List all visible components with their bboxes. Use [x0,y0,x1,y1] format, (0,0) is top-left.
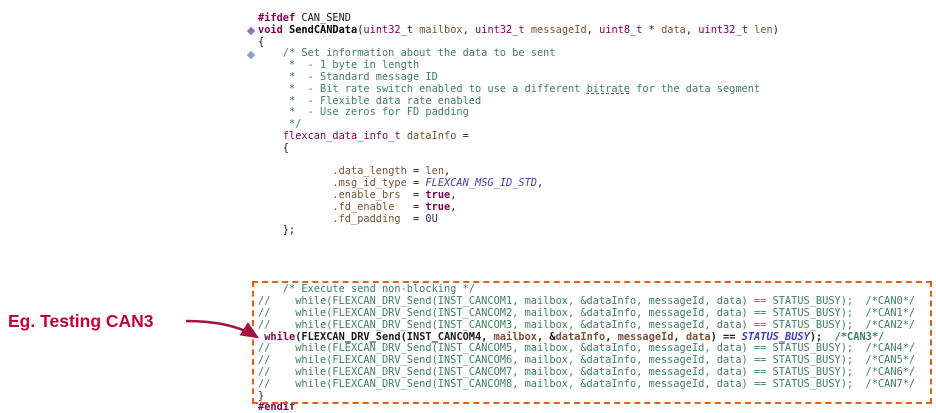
code-line[interactable]: /* Execute send non-blocking */ [258,283,475,296]
code-line[interactable]: // while(FLEXCAN_DRV_Send(INST_CANCOM2, … [258,306,916,319]
code-line[interactable]: flexcan_data_info_t dataInfo = [282,129,469,142]
code-line[interactable]: // while(FLEXCAN_DRV_Send(INST_CANCOM1, … [258,295,916,308]
code-line[interactable]: } [258,389,265,402]
code-line[interactable]: * - 1 byte in length [258,59,420,72]
code-line-ifdef[interactable]: #ifdef CAN_SEND [258,12,351,24]
code-line-endif[interactable]: #endif [258,401,296,413]
code-line[interactable]: * - Standard message ID [258,70,438,83]
annotation-label: Eg. Testing CAN3 [8,311,154,331]
code-line[interactable]: // while(FLEXCAN_DRV_Send(INST_CANCOM3, … [258,318,916,331]
code-line[interactable]: // while(FLEXCAN_DRV_Send(INST_CANCOM5, … [258,342,916,355]
code-line[interactable]: }; [258,224,296,237]
code-line[interactable]: // while(FLEXCAN_DRV_Send(INST_CANCOM7, … [258,365,916,378]
code-line[interactable]: // while(FLEXCAN_DRV_Send(INST_CANCOM8, … [258,377,916,390]
code-line[interactable]: * - Bit rate switch enabled to use a dif… [258,82,761,95]
code-line[interactable]: */ [258,118,302,131]
code-line[interactable] [258,237,915,249]
code-line[interactable]: { [258,141,289,154]
code-line[interactable] [258,249,915,261]
code-line[interactable]: .enable_brs = true, [332,188,457,201]
editor-marker-icon [246,50,256,60]
code-line[interactable]: .fd_enable = true, [332,200,457,213]
code-line[interactable]: * - Use zeros for FD padding [258,106,469,119]
code-line[interactable]: { [258,35,265,48]
code-line[interactable]: .msg_id_type = FLEXCAN_MSG_ID_STD, [332,177,544,190]
code-line[interactable]: // while(FLEXCAN_DRV_Send(INST_CANCOM6, … [258,354,916,367]
code-line-function-signature[interactable]: void SendCANData(uint32_t mailbox, uint3… [258,23,779,36]
editor-marker-icon [246,26,256,36]
code-line-can3-active[interactable]: while(FLEXCAN_DRV_Send(INST_CANCOM4, mai… [264,330,885,343]
annotation-arrow-icon [185,319,260,339]
code-line[interactable]: * - Flexible data rate enabled [258,94,482,107]
code-line[interactable]: .fd_padding = 0U [332,212,438,225]
code-line[interactable]: /* Set information about the data to be … [258,47,556,60]
code-line[interactable]: .data_length = len, [332,165,451,178]
code-line[interactable] [258,261,915,273]
